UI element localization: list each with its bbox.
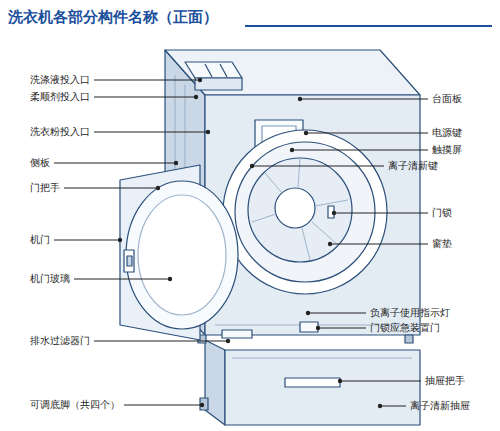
part-label: 离子清新键: [388, 160, 438, 172]
part-label: 柔顺剂投入口: [30, 91, 90, 103]
leader-line: [252, 166, 384, 167]
leader-line: [94, 341, 228, 342]
part-label: 门锁应急装置门: [370, 322, 440, 334]
title-rule: [245, 25, 492, 27]
leader-dot: [206, 130, 210, 134]
leader-dot: [194, 95, 198, 99]
leader-dot: [168, 277, 172, 281]
leader-line: [330, 244, 428, 245]
leader-line: [334, 213, 428, 214]
part-label: 排水过滤器门: [30, 335, 90, 347]
part-label: 电源键: [432, 127, 462, 139]
part-label: 洗衣粉投入口: [30, 126, 90, 138]
leader-line: [54, 240, 120, 241]
leader-dot: [226, 339, 230, 343]
part-label: 机门: [30, 234, 50, 246]
leader-dot: [174, 161, 178, 165]
leader-dot: [316, 326, 320, 330]
leader-dot: [250, 164, 254, 168]
leader-line: [318, 328, 366, 329]
part-label: 触摸屏: [432, 144, 462, 156]
part-label: 门锁: [432, 207, 452, 219]
leader-dot: [306, 311, 310, 315]
part-label: 离子清新抽屉: [410, 400, 470, 412]
leader-dot: [328, 242, 332, 246]
part-label: 可调底脚（共四个）: [30, 399, 120, 411]
part-label: 台面板: [432, 93, 462, 105]
leader-line: [74, 279, 170, 280]
leader-line: [124, 405, 202, 406]
leader-dot: [198, 78, 202, 82]
leader-dot: [332, 211, 336, 215]
title: 洗衣机各部分构件名称（正面）: [8, 8, 218, 26]
leader-dot: [338, 379, 342, 383]
part-label: 负离子使用指示灯: [370, 307, 450, 319]
leader-line: [340, 381, 421, 382]
part-label: 抽屉把手: [425, 375, 465, 387]
leader-line: [380, 406, 406, 407]
leader-dot: [378, 404, 382, 408]
leader-line: [64, 188, 158, 189]
leader-line: [308, 313, 366, 314]
leader-dot: [290, 148, 294, 152]
part-label: 机门玻璃: [30, 273, 70, 285]
part-label: 窗垫: [432, 238, 452, 250]
leader-line: [94, 132, 208, 133]
leader-dot: [304, 131, 308, 135]
leader-line: [306, 133, 428, 134]
washer-body: [120, 50, 420, 425]
leader-line: [54, 163, 176, 164]
leader-line: [94, 80, 200, 81]
leader-line: [292, 150, 428, 151]
leader-dot: [298, 97, 302, 101]
part-label: 洗涤液投入口: [30, 74, 90, 86]
part-label: 侧板: [30, 157, 50, 169]
leader-line: [300, 99, 428, 100]
leader-dot: [118, 238, 122, 242]
part-label: 门把手: [30, 182, 60, 194]
leader-line: [94, 97, 196, 98]
leader-dot: [156, 186, 160, 190]
leader-dot: [200, 403, 204, 407]
